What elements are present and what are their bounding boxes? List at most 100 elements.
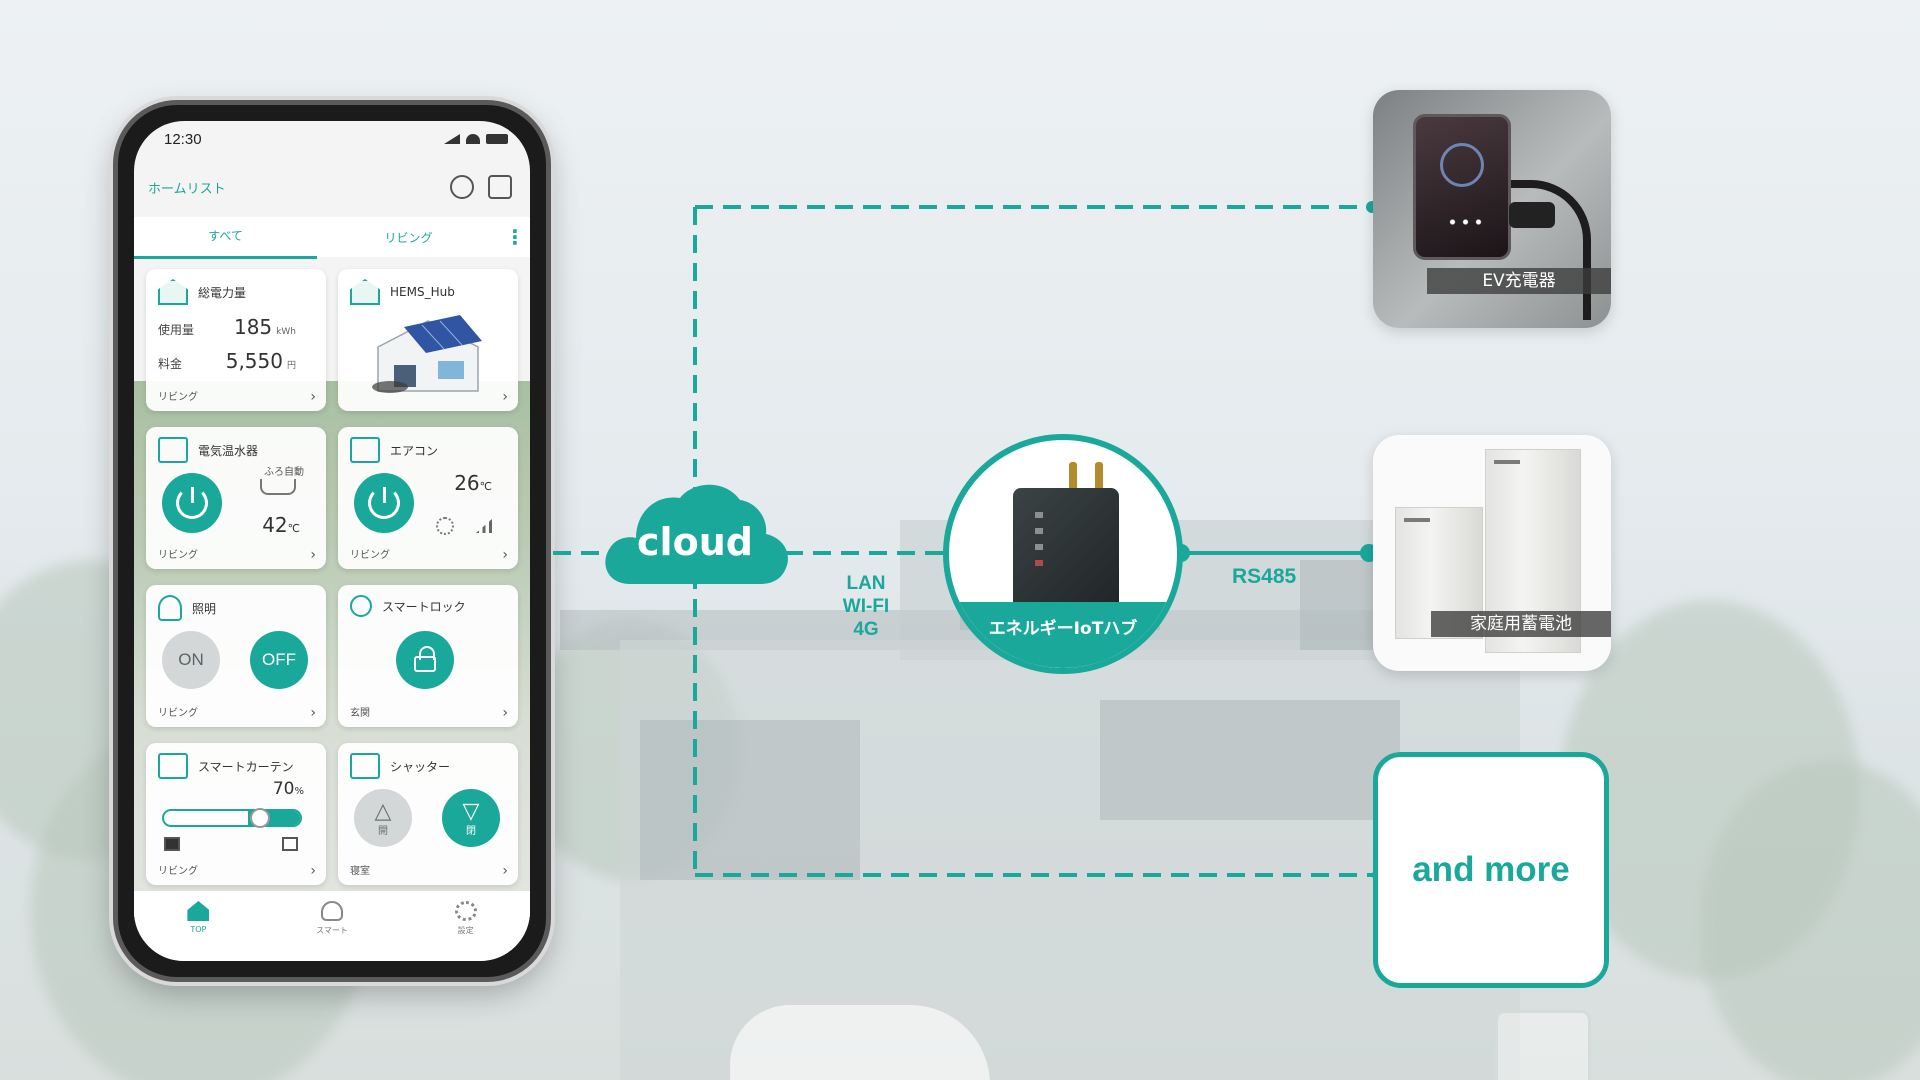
close-label: 閉 xyxy=(466,825,476,837)
card-title: 総電力量 xyxy=(198,285,247,300)
lock-button[interactable] xyxy=(396,631,454,689)
nav-settings[interactable]: 設定 xyxy=(454,901,477,936)
card-title: スマートカーテン xyxy=(198,759,294,774)
water-temp-value: 42 xyxy=(262,513,288,537)
usage-label: 使用量 xyxy=(158,323,195,337)
card-water-heater[interactable]: 電気温水器 ふろ自動 42℃ リビング › xyxy=(146,427,326,569)
slider-handle[interactable] xyxy=(250,808,270,828)
chevron-right-icon[interactable]: › xyxy=(502,389,508,405)
app-header: ホームリスト xyxy=(134,161,530,213)
card-room: リビング xyxy=(350,550,390,561)
ev-charger-card: EV充電器 xyxy=(1373,90,1611,328)
cloud-icon xyxy=(605,484,788,584)
signal-icon xyxy=(444,134,460,144)
usage-value: 185 xyxy=(233,315,273,339)
water-heater-icon xyxy=(158,437,188,463)
card-lighting[interactable]: 照明 ON OFF リビング › xyxy=(146,585,326,727)
triangle-down-icon: ▽ xyxy=(462,797,480,823)
home-battery-card: 家庭用蓄電池 xyxy=(1373,435,1611,671)
card-air-conditioner[interactable]: エアコン 26℃ リビング › xyxy=(338,427,518,569)
power-button[interactable] xyxy=(162,473,222,533)
shutter-close-button[interactable]: ▽ 閉 xyxy=(442,789,500,847)
edit-icon[interactable] xyxy=(488,175,512,199)
curtain-icon xyxy=(158,753,188,779)
shutter-open-button[interactable]: △ 開 xyxy=(354,789,412,847)
chevron-right-icon[interactable]: › xyxy=(310,389,316,405)
card-title: 照明 xyxy=(192,601,217,616)
chevron-right-icon[interactable]: › xyxy=(310,547,316,563)
more-vert-icon[interactable]: ⋮ xyxy=(505,225,525,249)
fan-icon[interactable] xyxy=(436,517,454,535)
key-icon xyxy=(350,595,372,617)
chevron-right-icon[interactable]: › xyxy=(502,863,508,879)
light-on-button[interactable]: ON xyxy=(162,631,220,689)
smartphone-mockup: 12:30 ホームリスト すべて リビング ⋮ 総電 xyxy=(113,100,551,982)
fee-unit: 円 xyxy=(286,361,296,371)
card-shutter[interactable]: シャッター △ 開 ▽ 閉 寝室 › xyxy=(338,743,518,885)
and-more-card: and more xyxy=(1373,752,1609,988)
card-smart-curtain[interactable]: スマートカーテン 70% リビング › xyxy=(146,743,326,885)
energy-iot-hub: エネルギーIoTハブ xyxy=(943,434,1183,674)
card-room: リビング xyxy=(158,392,198,403)
antenna-icon xyxy=(1095,462,1103,492)
aircon-temp-value: 26 xyxy=(454,471,480,495)
lock-icon xyxy=(414,646,436,672)
app-screen: 12:30 ホームリスト すべて リビング ⋮ 総電 xyxy=(134,121,530,961)
card-room: 玄関 xyxy=(350,708,370,719)
bulb-icon xyxy=(158,595,182,621)
card-title: エアコン xyxy=(390,443,439,458)
status-bar: 12:30 xyxy=(134,121,530,157)
bath-mode-label: ふろ自動 xyxy=(264,467,304,478)
and-more-label: and more xyxy=(1412,850,1570,889)
card-title: HEMS_Hub xyxy=(390,285,455,299)
hub-device-image xyxy=(1003,488,1129,614)
ev-charger-label: EV充電器 xyxy=(1427,268,1611,294)
card-title: 電気温水器 xyxy=(198,443,259,458)
cloud-icon xyxy=(320,901,343,921)
light-off-button[interactable]: OFF xyxy=(250,631,308,689)
tab-living[interactable]: リビング xyxy=(384,230,433,245)
card-room: リビング xyxy=(158,708,198,719)
card-room: 寝室 xyxy=(350,866,370,877)
shutter-icon xyxy=(350,753,380,779)
chevron-right-icon[interactable]: › xyxy=(310,863,316,879)
chevron-right-icon[interactable]: › xyxy=(502,547,508,563)
card-room: リビング xyxy=(158,866,198,877)
ev-charger-image xyxy=(1413,114,1511,260)
antenna-icon xyxy=(1069,462,1077,492)
charging-plug-icon xyxy=(1509,202,1555,228)
status-time: 12:30 xyxy=(164,130,202,148)
curtain-percent: 70 xyxy=(272,779,295,799)
bath-icon xyxy=(260,479,296,495)
nav-top[interactable]: TOP xyxy=(187,901,210,934)
gear-icon xyxy=(454,901,477,921)
home-icon xyxy=(187,901,210,921)
fee-label: 料金 xyxy=(158,357,183,371)
wifi-label: WI-FI xyxy=(842,596,890,617)
tab-all[interactable]: すべて xyxy=(134,215,317,259)
chevron-right-icon[interactable]: › xyxy=(310,705,316,721)
chevron-right-icon[interactable]: › xyxy=(502,705,508,721)
nav-smart[interactable]: スマート xyxy=(316,901,348,936)
rs485-label: RS485 xyxy=(1232,565,1297,588)
lan-label: LAN xyxy=(846,573,886,594)
card-smart-lock[interactable]: スマートロック 玄関 › xyxy=(338,585,518,727)
power-button[interactable] xyxy=(354,473,414,533)
chat-icon[interactable] xyxy=(450,175,474,199)
card-title: スマートロック xyxy=(382,599,466,614)
nav-label: 設定 xyxy=(457,926,474,935)
temp-unit: ℃ xyxy=(287,522,300,535)
home-battery-label: 家庭用蓄電池 xyxy=(1431,611,1611,637)
nav-label: スマート xyxy=(316,926,348,935)
card-hems-hub[interactable]: HEMS_Hub › xyxy=(338,269,518,411)
page-title: ホームリスト xyxy=(148,181,226,197)
percent-unit: % xyxy=(294,786,304,797)
room-tabs: すべて リビング ⋮ xyxy=(134,215,530,259)
hub-label: エネルギーIoTハブ xyxy=(949,602,1177,668)
open-label: 開 xyxy=(378,825,388,837)
fee-value: 5,550 xyxy=(225,349,283,373)
wifi-icon xyxy=(466,134,480,144)
